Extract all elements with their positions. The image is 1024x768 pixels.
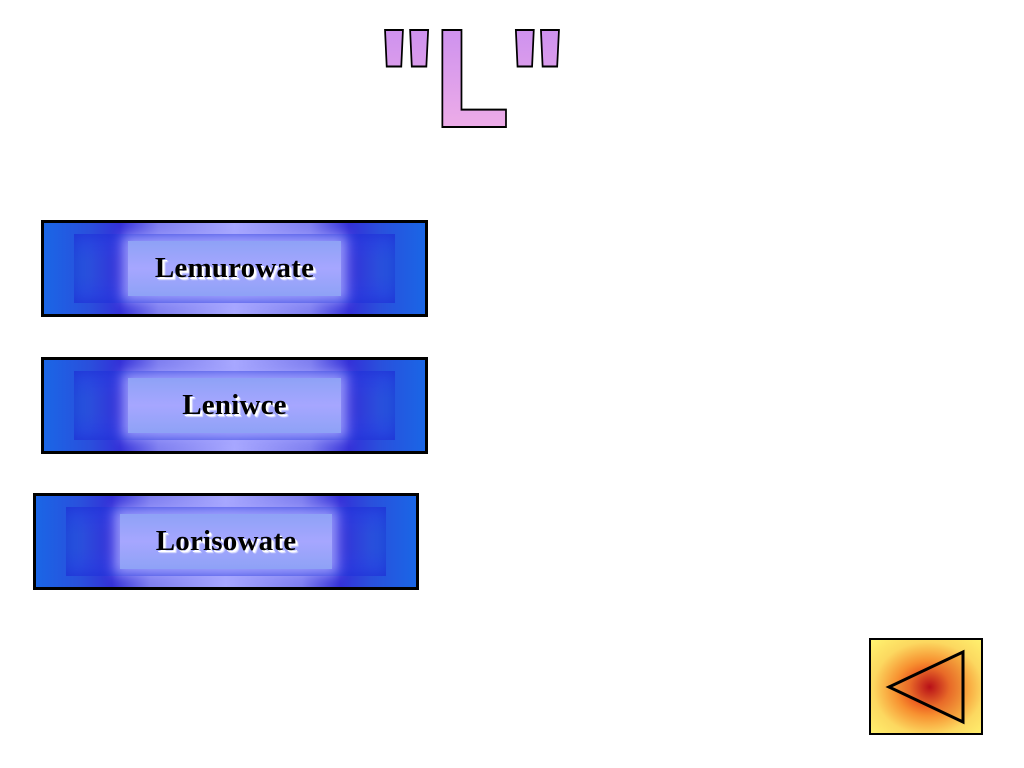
back-button[interactable] bbox=[869, 638, 983, 735]
title-graphic: "L" bbox=[376, 10, 568, 140]
button-glow bbox=[127, 241, 342, 296]
button-glow bbox=[119, 514, 333, 569]
leniwce-label: Leniwce bbox=[182, 389, 287, 421]
page-title: "L" bbox=[372, 10, 572, 140]
back-triangle-icon bbox=[885, 649, 965, 725]
lorisowate-label: Lorisowate bbox=[155, 525, 297, 557]
lemurowate-label: Lemurowate bbox=[154, 252, 315, 284]
lorisowate-button[interactable]: Lorisowate bbox=[33, 493, 419, 590]
leniwce-button[interactable]: Leniwce bbox=[41, 357, 428, 454]
title-text: "L" bbox=[378, 10, 566, 140]
lemurowate-button[interactable]: Lemurowate bbox=[41, 220, 428, 317]
button-glow bbox=[127, 378, 342, 433]
